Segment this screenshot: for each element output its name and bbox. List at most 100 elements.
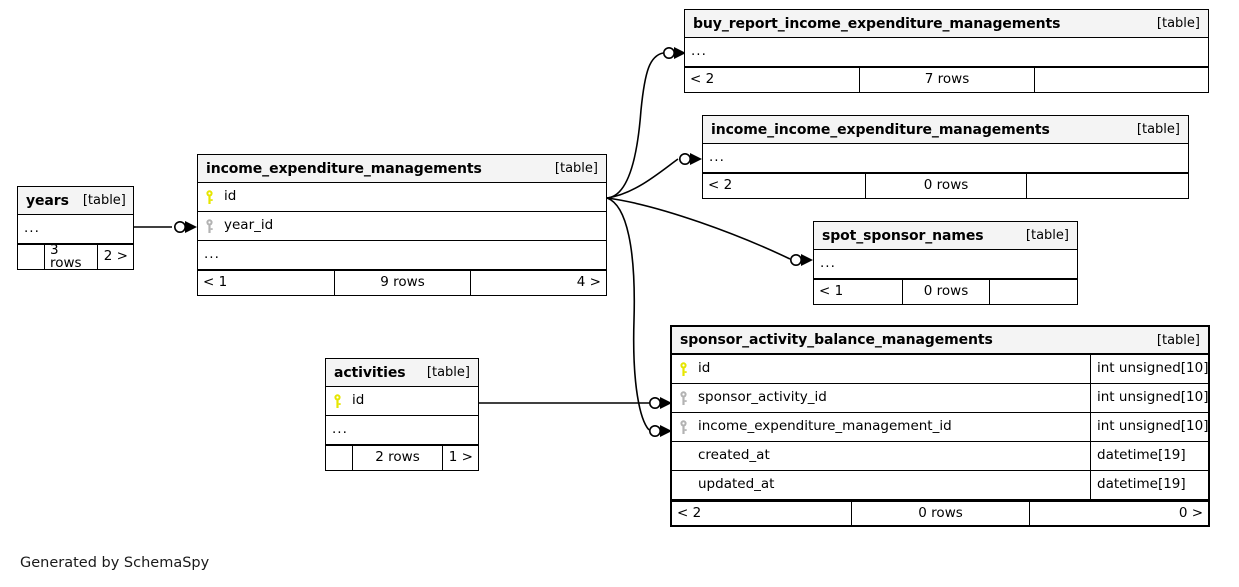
column-type-cell: datetime[19]: [1090, 471, 1208, 499]
footer-children-count: [989, 280, 1077, 304]
footer-children-count: [1026, 174, 1188, 198]
table-header: years [table]: [18, 187, 133, 215]
column-type-cell: int unsigned[10]: [1090, 413, 1209, 441]
table-column-row[interactable]: id int unsigned[10]: [672, 355, 1209, 384]
table-ellipsis-row: ...: [685, 38, 1208, 67]
table-ellipsis-row: ...: [326, 416, 478, 445]
footer-children-count: 2 >: [97, 245, 133, 269]
table-kind-label: [table]: [82, 193, 126, 208]
ellipsis-label: ...: [332, 421, 348, 438]
primary-key-icon: [678, 361, 689, 377]
table-header: income_income_expenditure_managements [t…: [703, 116, 1188, 144]
table-footer: < 1 9 rows 4 >: [198, 270, 606, 295]
table-header: sponsor_activity_balance_managements [ta…: [672, 327, 1208, 355]
edge-iem-to-buy-report: [606, 52, 664, 199]
table-footer: < 2 0 rows 0 >: [672, 500, 1208, 525]
column-name-cell: income_expenditure_management_id: [672, 420, 1090, 435]
primary-key-icon: [204, 189, 215, 205]
footer-row-count: 2 rows: [352, 446, 442, 470]
column-name-cell: id: [198, 190, 606, 205]
table-footer: < 2 0 rows: [703, 173, 1188, 198]
table-column-row[interactable]: updated_at datetime[19]: [672, 471, 1208, 500]
table-ellipsis-row: ...: [703, 144, 1188, 173]
table-column-row[interactable]: sponsor_activity_id int unsigned[10]: [672, 384, 1209, 413]
footer-parents-count: < 2: [690, 71, 715, 88]
table-column-row[interactable]: id: [198, 183, 606, 212]
table-header: activities [table]: [326, 359, 478, 387]
table-node-years[interactable]: years [table] ... 3 rows 2 >: [17, 186, 134, 270]
table-footer: < 2 7 rows: [685, 67, 1208, 92]
footer-parents-count: [326, 446, 352, 470]
edge-iem-to-sabm: [606, 197, 650, 431]
column-type-cell: datetime[19]: [1090, 442, 1208, 470]
footer-row-count: 0 rows: [864, 174, 1027, 198]
foreign-key-icon: [678, 390, 689, 406]
footer-children-count: 0 >: [1029, 502, 1208, 525]
footer-parents-count: [18, 245, 44, 269]
table-kind-label: [table]: [1025, 228, 1069, 243]
table-footer: 3 rows 2 >: [18, 244, 133, 269]
column-label: id: [698, 361, 711, 377]
column-type-cell: int unsigned[10]: [1090, 384, 1209, 412]
table-node-buy-report-income-expenditure-managements[interactable]: buy_report_income_expenditure_management…: [684, 9, 1209, 93]
column-label: year_id: [224, 218, 274, 234]
foreign-key-icon: [204, 218, 215, 234]
table-node-income-income-expenditure-managements[interactable]: income_income_expenditure_managements [t…: [702, 115, 1189, 199]
footer-parents-count: < 2: [708, 177, 733, 194]
column-label: income_expenditure_management_id: [698, 419, 952, 435]
primary-key-icon: [332, 393, 343, 409]
table-ellipsis-row: ...: [198, 241, 606, 270]
column-name-cell: id: [326, 394, 478, 409]
footer-parents-count: < 1: [819, 283, 844, 300]
table-header: spot_sponsor_names [table]: [814, 222, 1077, 250]
table-kind-label: [table]: [1156, 332, 1200, 348]
footer-children-count: 4 >: [470, 271, 606, 295]
table-title: income_income_expenditure_managements: [711, 121, 1050, 138]
footer-children-count: 1 >: [442, 446, 478, 470]
ellipsis-label: ...: [24, 220, 40, 237]
table-column-row[interactable]: year_id: [198, 212, 606, 241]
footer-row-count: 9 rows: [334, 271, 470, 295]
table-node-activities[interactable]: activities [table] id ... 2 rows 1 >: [325, 358, 479, 471]
edge-iem-to-income-income: [606, 158, 679, 199]
column-label: id: [352, 393, 365, 409]
footer-children-count: [1033, 68, 1208, 92]
table-ellipsis-row: ...: [18, 215, 133, 244]
table-title: spot_sponsor_names: [822, 227, 984, 244]
footer-row-count: 0 rows: [850, 502, 1030, 525]
footer-row-count: 7 rows: [859, 68, 1033, 92]
table-kind-label: [table]: [1136, 122, 1180, 137]
table-title: sponsor_activity_balance_managements: [680, 332, 993, 348]
foreign-key-icon: [678, 419, 689, 435]
table-column-row[interactable]: income_expenditure_management_id int uns…: [672, 413, 1209, 442]
table-column-row[interactable]: created_at datetime[19]: [672, 442, 1208, 471]
table-title: buy_report_income_expenditure_management…: [693, 15, 1061, 32]
generated-by-credit: Generated by SchemaSpy: [20, 555, 210, 571]
table-footer: < 1 0 rows: [814, 279, 1077, 304]
column-label: id: [224, 189, 237, 205]
table-footer: 2 rows 1 >: [326, 445, 478, 470]
footer-parents-count: < 1: [203, 274, 228, 291]
table-node-income-expenditure-managements[interactable]: income_expenditure_managements [table] i…: [197, 154, 607, 296]
no-key-icon: [678, 449, 689, 464]
table-node-spot-sponsor-names[interactable]: spot_sponsor_names [table] ... < 1 0 row…: [813, 221, 1078, 305]
edge-iem-to-spot-sponsor: [606, 197, 791, 260]
column-name-cell: year_id: [198, 219, 606, 234]
table-kind-label: [table]: [1156, 16, 1200, 31]
column-name-cell: updated_at: [672, 478, 1090, 493]
table-title: years: [26, 192, 69, 209]
footer-row-count: 0 rows: [901, 280, 990, 304]
column-name-cell: created_at: [672, 449, 1090, 464]
table-ellipsis-row: ...: [814, 250, 1077, 279]
column-name-cell: sponsor_activity_id: [672, 391, 1090, 406]
table-header: buy_report_income_expenditure_management…: [685, 10, 1208, 38]
column-type-cell: int unsigned[10]: [1090, 355, 1209, 383]
table-column-row[interactable]: id: [326, 387, 478, 416]
column-label: sponsor_activity_id: [698, 390, 827, 406]
ellipsis-label: ...: [204, 246, 220, 263]
column-label: updated_at: [698, 477, 775, 493]
table-kind-label: [table]: [554, 161, 598, 176]
table-node-sponsor-activity-balance-managements[interactable]: sponsor_activity_balance_managements [ta…: [670, 325, 1210, 527]
table-title: income_expenditure_managements: [206, 160, 482, 177]
